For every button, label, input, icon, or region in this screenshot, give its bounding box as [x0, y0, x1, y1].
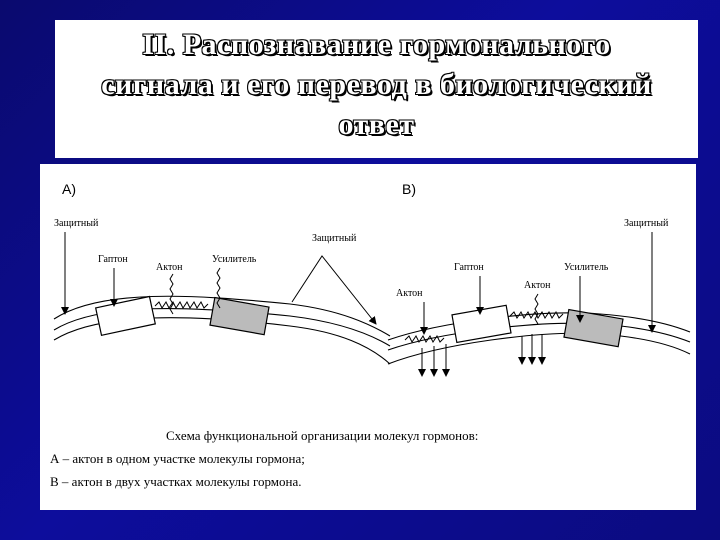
panel-b-gapton-label: Гаптон	[454, 262, 484, 273]
panel-b-akton-right-wave	[535, 294, 538, 324]
panel-b-gapton-box	[452, 305, 511, 342]
panel-b-zashchitny-left-label: Защитный	[312, 233, 357, 244]
title-panel: II. Распознавание гормонального сигнала …	[55, 20, 698, 158]
panel-b-label: В)	[402, 181, 416, 197]
panel-b-zashchitny-right-label: Защитный	[624, 218, 669, 229]
panel-a-akton-chain	[155, 302, 208, 308]
panel-a-gapton-label: Гаптон	[98, 254, 128, 265]
panel-a-gapton-box	[96, 296, 156, 335]
panel-b-akton-right-label: Актон	[524, 280, 551, 291]
panel-a-usilitel-box	[210, 298, 269, 335]
slide-title-line-2: сигнала и его перевод в биологический	[55, 68, 698, 102]
caption-line-1: Схема функциональной организации молекул…	[166, 428, 478, 444]
panel-a-akton-label: Актон	[156, 262, 183, 273]
panel-b-usilitel-label: Усилитель	[564, 262, 609, 273]
caption-line-3: В – актон в двух участках молекулы гормо…	[50, 474, 302, 490]
panel-a-label: А)	[62, 181, 76, 197]
panel-b-output-arrows	[422, 334, 542, 376]
diagram-panel: А) Защитный Гаптон Актон Усилитель В) За…	[40, 164, 696, 510]
panel-a-usilitel-label: Усилитель	[212, 254, 257, 265]
slide-title-line-1: II. Распознавание гормонального	[55, 28, 698, 62]
slide-title-line-3: ответ	[55, 108, 698, 142]
caption-line-2: А – актон в одном участке молекулы гормо…	[50, 451, 305, 467]
panel-b-zashchitny-left-arrow	[292, 256, 376, 324]
panel-b-akton-left-label: Актон	[396, 288, 423, 299]
panel-b-membrane	[388, 313, 690, 364]
panel-a-zashchitny-label: Защитный	[54, 218, 99, 229]
